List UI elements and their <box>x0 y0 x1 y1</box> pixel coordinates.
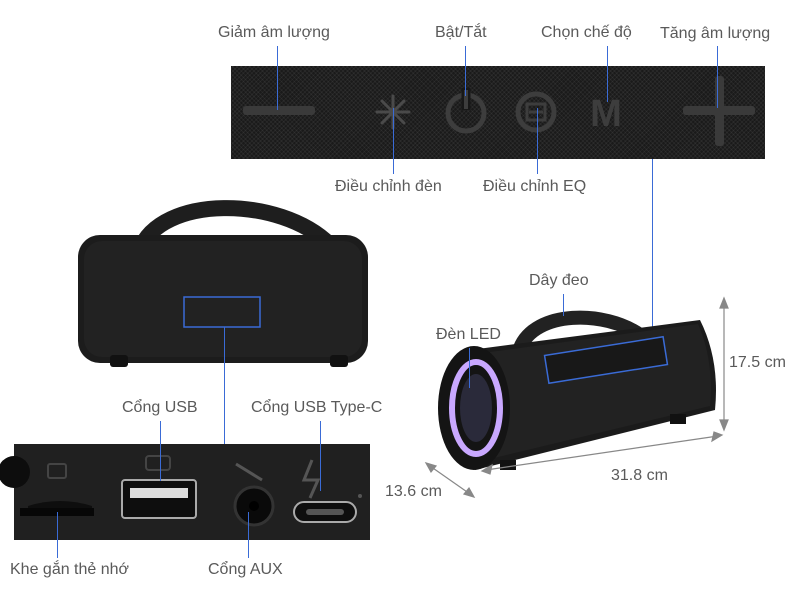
speaker-front-view <box>78 200 368 367</box>
power-icon <box>445 88 487 134</box>
label-light: Điều chỉnh đèn <box>335 178 442 195</box>
callout-usb-c <box>320 421 321 491</box>
label-eq: Điều chỉnh EQ <box>483 178 587 195</box>
callout-volume-up <box>717 46 718 108</box>
label-card-slot: Khe gắn thẻ nhớ <box>10 561 130 578</box>
callout-led <box>469 348 470 388</box>
callout-power <box>465 46 466 96</box>
label-power: Bật/Tắt <box>435 24 487 41</box>
callout-card-slot <box>57 512 58 558</box>
label-aux: Cổng AUX <box>208 561 283 578</box>
usb-icon <box>145 455 171 471</box>
dim-length: 31.8 cm <box>611 467 668 484</box>
callout-mode <box>607 46 608 102</box>
label-led: Đèn LED <box>436 326 501 343</box>
usb-c-icon <box>301 459 321 499</box>
port-panel-svg <box>0 455 362 527</box>
volume-down-icon <box>243 106 315 115</box>
label-usb-c: Cổng USB Type-C <box>251 399 383 416</box>
callout-ports <box>224 327 225 444</box>
mode-icon: M <box>590 93 622 135</box>
led-ring <box>449 359 503 457</box>
callout-light <box>393 108 394 174</box>
label-volume-down: Giảm âm lượng <box>218 24 330 41</box>
speaker-angled-view <box>438 310 716 470</box>
aux-icon <box>235 462 263 482</box>
callout-usb <box>160 421 161 481</box>
label-usb: Cổng USB <box>122 399 198 416</box>
label-volume-up: Tăng âm lượng <box>660 25 771 42</box>
label-strap: Dây đeo <box>529 272 589 289</box>
dim-depth: 13.6 cm <box>385 483 442 500</box>
dim-height: 17.5 cm <box>729 354 786 371</box>
callout-volume-down <box>277 46 278 110</box>
callout-strap <box>563 294 564 316</box>
callout-eq <box>537 108 538 174</box>
callout-panel-to-speaker <box>652 159 653 329</box>
label-mode: Chọn chế độ <box>541 24 632 41</box>
eq-icon <box>515 91 557 133</box>
callout-aux <box>248 512 249 558</box>
control-panel-closeup <box>231 66 765 159</box>
memory-card-icon <box>47 463 67 479</box>
